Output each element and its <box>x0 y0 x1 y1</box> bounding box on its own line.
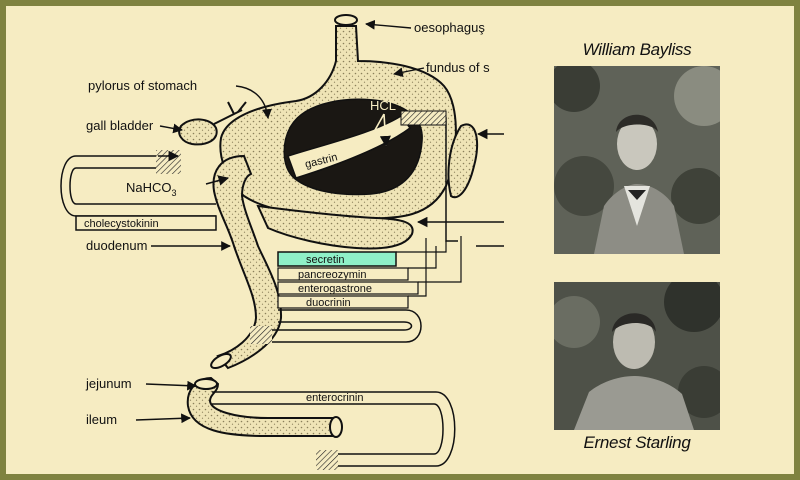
pancreas <box>256 204 414 250</box>
label-fundus: fundus of s <box>426 60 490 75</box>
slide-frame: oesophaguş fundus of s pylorus of stomac… <box>6 6 794 474</box>
label-duodenum: duodenum <box>86 238 147 253</box>
photo-starling <box>554 282 720 430</box>
label-gall-bladder: gall bladder <box>86 118 154 133</box>
caption-bayliss: William Bayliss <box>582 40 692 59</box>
label-duocrinin: duocrinin <box>306 297 351 309</box>
secretin-band <box>277 251 397 267</box>
caption-starling: Ernest Starling <box>583 433 691 452</box>
photo-bayliss <box>554 66 720 254</box>
gall-bladder <box>178 118 218 146</box>
label-enterocrinin: enterocrinin <box>306 392 363 404</box>
digestive-hormone-diagram: oesophaguş fundus of s pylorus of stomac… <box>60 14 504 470</box>
label-enterogastrone: enterogastrone <box>298 283 372 295</box>
label-pancreozymin: pancreozymin <box>298 269 366 281</box>
label-pylorus: pylorus of stomach <box>88 78 197 93</box>
label-nahco3: NaHCO3 <box>126 180 177 198</box>
label-jejunum: jejunum <box>85 376 132 391</box>
label-secretin: secretin <box>306 254 345 266</box>
label-cholecystokinin: cholecystokinin <box>84 218 159 230</box>
label-hcl: HCL <box>370 98 396 113</box>
label-oesophagus: oesophaguş <box>414 20 485 35</box>
label-ileum: ileum <box>86 412 117 427</box>
duodenum <box>212 154 283 370</box>
